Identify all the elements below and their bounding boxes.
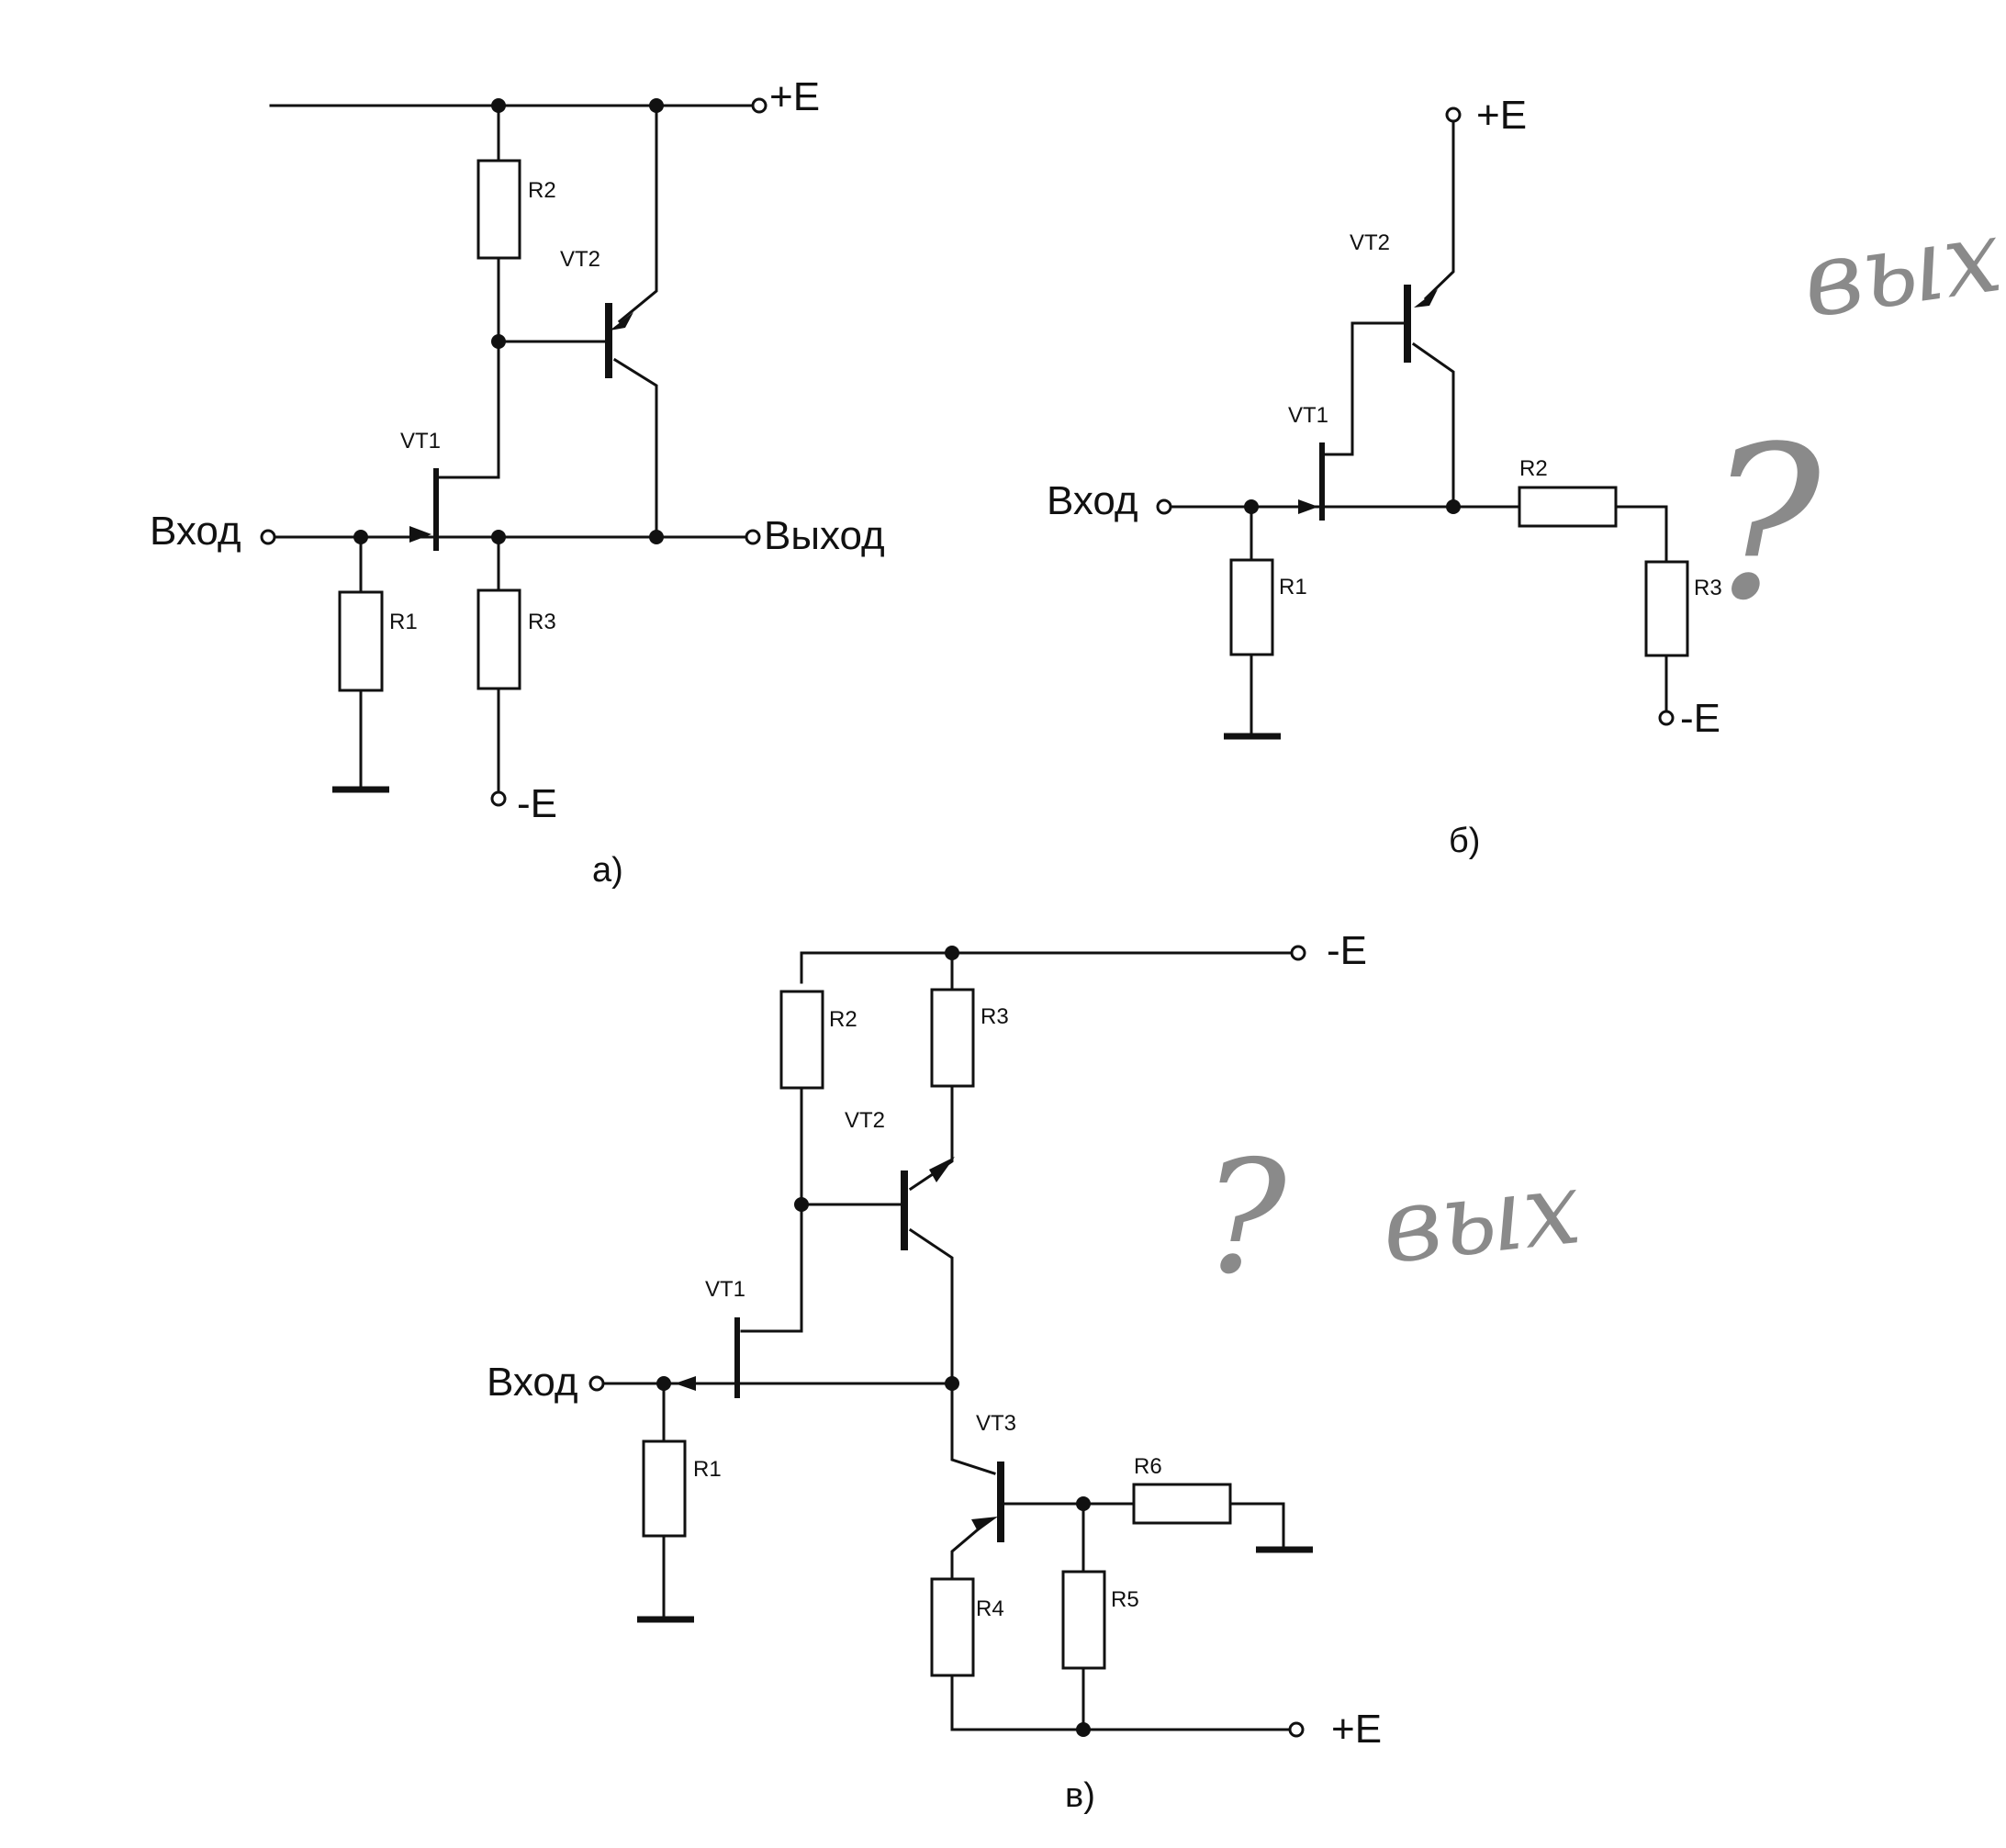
r2-label-c: R2 bbox=[829, 1007, 857, 1032]
emitter-arrow-vt2-b bbox=[1414, 289, 1438, 308]
caption-a: а) bbox=[592, 851, 623, 890]
vt3-label-c: VT3 bbox=[976, 1411, 1016, 1436]
output-label-a: Выход bbox=[764, 513, 885, 558]
resistor-r4-c bbox=[930, 1577, 975, 1677]
supply-pos-terminal-b bbox=[1445, 106, 1462, 123]
resistor-r2-c bbox=[779, 990, 824, 1090]
resistor-r2-b bbox=[1518, 486, 1618, 528]
resistor-r1-c bbox=[642, 1439, 687, 1538]
vt2-label-a: VT2 bbox=[560, 247, 600, 272]
caption-b: б) bbox=[1449, 822, 1480, 860]
supply-neg-label-b: -E bbox=[1680, 696, 1720, 741]
supply-neg-terminal-b bbox=[1658, 710, 1675, 726]
circuit-b: +E VT2 VT1 Вход R2 R3 -E R1 bbox=[1047, 93, 1722, 860]
resistor-r1-a bbox=[338, 590, 384, 692]
input-terminal-a bbox=[260, 529, 276, 545]
supply-pos-label-a: +E bbox=[769, 74, 820, 119]
handwritten-note-c: вых bbox=[1376, 1148, 1586, 1286]
resistor-r1-b bbox=[1229, 558, 1274, 656]
supply-neg-terminal-a bbox=[490, 790, 507, 807]
r3-label-b: R3 bbox=[1694, 576, 1722, 600]
input-label-b: Вход bbox=[1047, 478, 1138, 523]
supply-pos-terminal-a bbox=[751, 97, 768, 114]
handwritten-question-b: ? bbox=[1708, 402, 1822, 647]
pencil-notes: вых ? ? вых bbox=[1203, 196, 2006, 1309]
output-terminal-a bbox=[745, 529, 761, 545]
caption-c: в) bbox=[1065, 1776, 1095, 1815]
vt2-label-b: VT2 bbox=[1350, 230, 1390, 255]
resistor-r5-c bbox=[1061, 1570, 1106, 1670]
input-terminal-b bbox=[1156, 498, 1172, 515]
supply-pos-label-c: +E bbox=[1331, 1707, 1382, 1752]
r1-label-a: R1 bbox=[389, 610, 418, 634]
emitter-arrow-vt2-c bbox=[929, 1157, 955, 1182]
supply-pos-terminal-c bbox=[1288, 1721, 1305, 1738]
supply-neg-label-c: -E bbox=[1327, 928, 1367, 973]
circuit-c: -E R2 R3 VT2 VT1 Вход R1 bbox=[487, 928, 1382, 1815]
handwritten-question-c: ? bbox=[1203, 1127, 1287, 1309]
r2-label-b: R2 bbox=[1519, 456, 1548, 481]
r1-label-b: R1 bbox=[1279, 575, 1307, 599]
supply-pos-label-b: +E bbox=[1476, 93, 1527, 138]
emitter-arrow-vt2-a bbox=[610, 312, 633, 330]
r1-label-c: R1 bbox=[693, 1457, 722, 1482]
vt1-label-a: VT1 bbox=[400, 429, 441, 454]
r4-label-c: R4 bbox=[976, 1596, 1004, 1621]
r2-label-a: R2 bbox=[528, 178, 556, 203]
gate-arrow-vt1-a bbox=[409, 526, 431, 543]
resistor-r3-b bbox=[1644, 560, 1689, 657]
input-label-c: Вход bbox=[487, 1360, 578, 1405]
supply-neg-terminal-c bbox=[1290, 945, 1306, 961]
supply-neg-label-a: -E bbox=[517, 781, 557, 826]
input-terminal-c bbox=[588, 1375, 605, 1392]
emitter-arrow-vt3-c bbox=[971, 1517, 998, 1531]
handwritten-note-b: вых bbox=[1796, 196, 2006, 341]
input-label-a: Вход bbox=[150, 509, 241, 554]
vt2-label-c: VT2 bbox=[845, 1108, 885, 1133]
resistor-r3-c bbox=[930, 988, 975, 1088]
vt1-label-c: VT1 bbox=[705, 1277, 745, 1302]
r3-label-a: R3 bbox=[528, 610, 556, 634]
resistor-r2-a bbox=[476, 159, 521, 260]
r5-label-c: R5 bbox=[1111, 1587, 1139, 1612]
circuit-a: +E R2 VT2 VT1 Вход Выход R1 bbox=[150, 74, 885, 890]
resistor-r3-a bbox=[476, 588, 521, 690]
r3-label-c: R3 bbox=[981, 1004, 1009, 1029]
r6-label-c: R6 bbox=[1134, 1454, 1162, 1479]
vt1-label-b: VT1 bbox=[1288, 403, 1328, 428]
resistor-r6-c bbox=[1132, 1483, 1232, 1525]
